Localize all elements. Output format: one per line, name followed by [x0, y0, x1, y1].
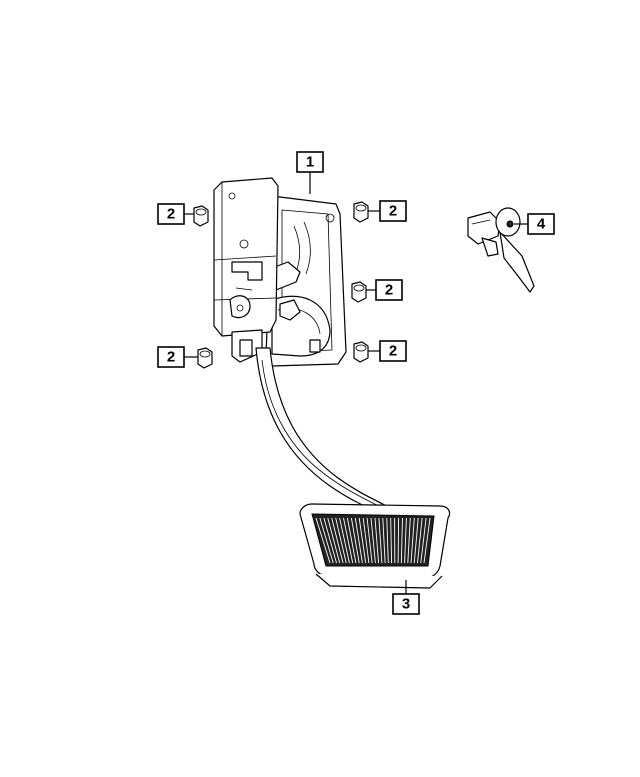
callout-4: 4	[527, 213, 555, 235]
leader-lines	[184, 172, 528, 594]
pedal-pad-ribs	[315, 517, 431, 564]
pad-rib	[400, 517, 403, 564]
callout-2-bottom-right: 2	[379, 340, 407, 362]
nut-bottom-left	[197, 347, 213, 369]
callout-2-middle-right: 2	[375, 279, 403, 301]
pad-rib	[397, 517, 400, 564]
pad-rib	[378, 517, 383, 564]
nut-bottom-right	[353, 341, 369, 363]
callout-2-top-right: 2	[379, 200, 407, 222]
pad-rib	[386, 517, 389, 564]
pad-rib	[417, 517, 423, 564]
svg-text:2: 2	[167, 349, 175, 366]
pad-rib	[354, 517, 363, 564]
pad-rib	[370, 517, 376, 564]
pad-rib	[339, 517, 350, 564]
pad-rib	[331, 517, 344, 564]
pad-rib	[366, 517, 373, 564]
pad-rib	[407, 517, 411, 564]
nut-top-left	[193, 205, 209, 227]
svg-text:3: 3	[402, 596, 410, 613]
pad-rib	[404, 517, 407, 564]
pad-rib	[420, 517, 427, 564]
svg-text:2: 2	[167, 206, 175, 223]
pedal-position-sensor	[467, 207, 535, 293]
pad-rib	[374, 517, 380, 564]
pad-rib	[335, 517, 347, 564]
callout-2-bottom-left: 2	[157, 346, 185, 368]
pad-rib	[358, 517, 367, 564]
nut-middle-right	[351, 281, 367, 303]
pad-rib	[362, 517, 370, 564]
pad-rib	[319, 517, 334, 564]
pad-rib	[350, 517, 360, 564]
svg-text:4: 4	[537, 216, 546, 233]
pad-rib	[343, 517, 354, 564]
svg-text:2: 2	[385, 282, 393, 299]
pad-rib	[423, 517, 431, 564]
callout-1: 1	[296, 151, 324, 173]
pad-rib	[346, 517, 357, 564]
callout-3: 3	[392, 593, 420, 615]
pad-rib	[323, 517, 337, 564]
pad-rib	[327, 517, 341, 564]
pad-rib	[410, 517, 415, 564]
svg-text:1: 1	[306, 154, 314, 171]
svg-text:2: 2	[389, 203, 397, 220]
pad-rib	[315, 517, 331, 564]
pedal-bracket-assembly	[213, 177, 347, 367]
callout-2-top-left: 2	[157, 203, 185, 225]
pedal-arm	[255, 347, 399, 519]
pedal-pad	[299, 503, 451, 589]
pad-rib	[382, 517, 386, 564]
pad-rib	[413, 517, 419, 564]
nut-top-right	[353, 201, 369, 223]
pad-rib	[390, 517, 393, 564]
svg-text:2: 2	[389, 343, 397, 360]
